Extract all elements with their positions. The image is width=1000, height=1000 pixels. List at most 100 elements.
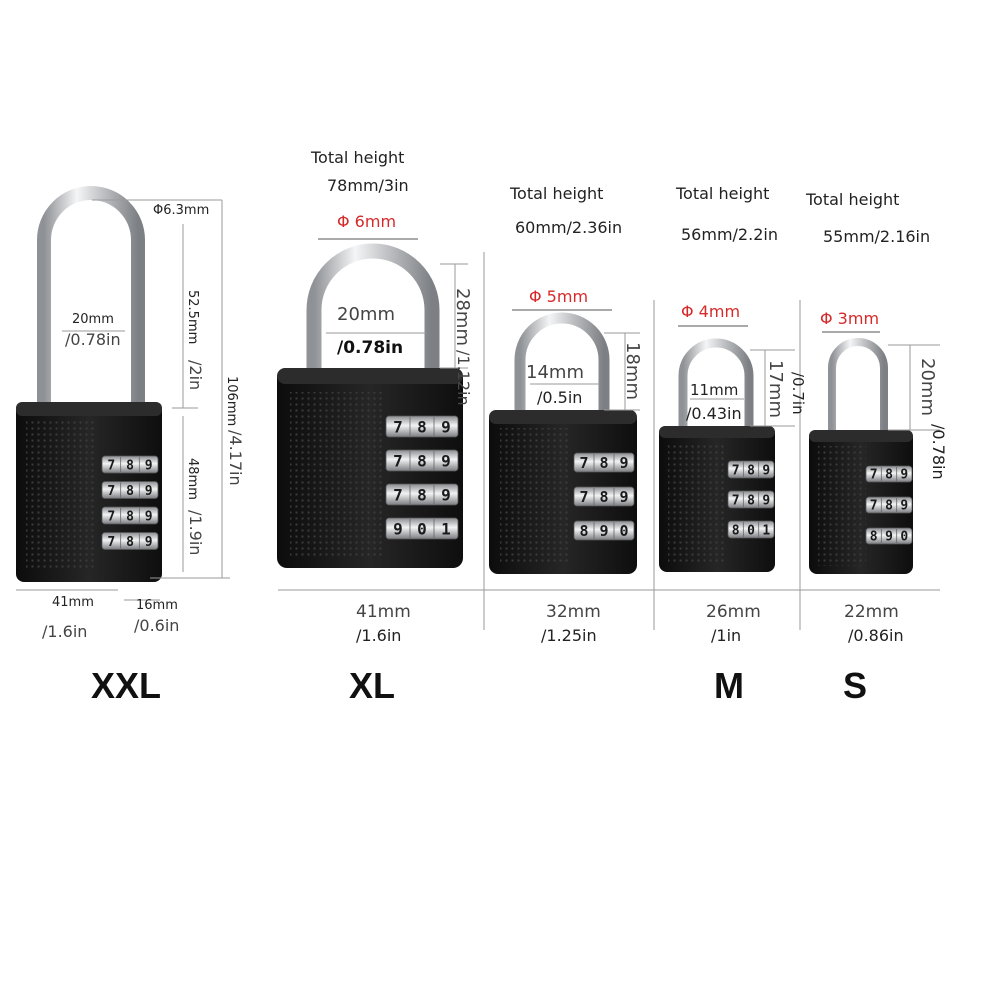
s-shackle-diameter: Φ 3mm bbox=[820, 309, 880, 328]
xl-dial-digit: 8 bbox=[417, 485, 427, 504]
dimension-grid bbox=[278, 238, 940, 630]
m-width-mm: 26mm bbox=[706, 602, 761, 622]
m-width-in: /1in bbox=[711, 626, 742, 645]
xxl-shackle-height-in: /2in bbox=[186, 360, 205, 391]
l-inner-width-mm: 14mm bbox=[526, 362, 584, 383]
xxl-dial-digit: 7 bbox=[107, 458, 115, 473]
m-total-height: 56mm/2.2in bbox=[681, 225, 778, 244]
xxl-dial-wheel bbox=[101, 481, 159, 499]
xl-shackle-height-mm: 28mm bbox=[452, 288, 473, 346]
m-total-height-title: Total height bbox=[676, 184, 770, 203]
m-dial-digit: 9 bbox=[762, 463, 770, 478]
xl-dial-digit: 9 bbox=[441, 485, 451, 504]
size-label-m: M bbox=[714, 665, 744, 706]
m-dial-wheel bbox=[727, 490, 775, 509]
xxl-dial-wheel bbox=[101, 532, 159, 550]
s-dial-digit: 7 bbox=[870, 498, 878, 513]
l-dial-digit: 8 bbox=[599, 454, 608, 472]
l-dial-wheel bbox=[573, 452, 635, 473]
s-texture bbox=[818, 446, 866, 566]
s-width-in: /0.86in bbox=[848, 626, 904, 645]
xl-width-in: /1.6in bbox=[356, 626, 402, 645]
m-dial-digit: 1 bbox=[762, 523, 770, 538]
l-texture bbox=[500, 428, 570, 564]
xxl-dial-digit: 9 bbox=[145, 509, 153, 524]
xl-width-mm: 41mm bbox=[356, 602, 411, 622]
xl-dial-wheel bbox=[385, 449, 459, 472]
xxl-depth-mm: 16mm bbox=[136, 598, 178, 613]
s-width-mm: 22mm bbox=[844, 602, 899, 622]
size-label-s: S bbox=[843, 665, 868, 706]
xxl-dial-digit: 7 bbox=[107, 535, 115, 550]
l-dial-wheel bbox=[573, 520, 635, 541]
xl-dial-digit: 9 bbox=[393, 519, 403, 538]
xl-dial-wheel bbox=[385, 483, 459, 506]
size-label-xl: XL bbox=[349, 665, 396, 706]
l-dial-digit: 7 bbox=[579, 454, 588, 472]
xxl-dial-digit: 8 bbox=[126, 535, 134, 550]
xl-total-height-title: Total height bbox=[311, 148, 405, 167]
xl-dial-digit: 1 bbox=[441, 519, 451, 538]
xxl-shackle-diameter: Φ6.3mm bbox=[153, 203, 210, 218]
m-dial-wheel bbox=[727, 460, 775, 479]
xxl-total-height-in: /4.17in bbox=[226, 430, 245, 486]
m-dial-digit: 8 bbox=[747, 493, 755, 508]
s-dial-wheel bbox=[865, 496, 913, 514]
xxl-total-height-mm: 106mm bbox=[224, 376, 239, 427]
xxl-dial-wheel bbox=[101, 506, 159, 525]
xl-dial-wheel bbox=[385, 415, 459, 438]
xl-shackle-diameter: Φ 6mm bbox=[337, 212, 397, 231]
m-inner-width-mm: 11mm bbox=[690, 381, 739, 399]
xl-dial-digit: 8 bbox=[417, 417, 427, 436]
xxl-dial-digit: 7 bbox=[107, 509, 115, 524]
l-total-height-title: Total height bbox=[510, 184, 604, 203]
m-dial-digit: 0 bbox=[747, 523, 755, 538]
l-total-height: 60mm/2.36in bbox=[515, 218, 623, 237]
xxl-dial-digit: 8 bbox=[126, 509, 134, 524]
xl-inner-width-in: /0.78in bbox=[337, 338, 404, 358]
xl-dial-digit: 7 bbox=[393, 451, 403, 470]
l-shackle bbox=[514, 312, 610, 418]
l-dial-wheel bbox=[573, 486, 635, 507]
l-dial-digit: 8 bbox=[579, 522, 588, 540]
xxl-dial-wheel bbox=[101, 455, 159, 474]
xl-dial-digit: 8 bbox=[417, 451, 427, 470]
xxl-dial-digit: 7 bbox=[107, 484, 115, 499]
xxl-dial-digit: 9 bbox=[145, 535, 153, 550]
l-width-mm: 32mm bbox=[546, 602, 601, 622]
xl-inner-width-mm: 20mm bbox=[337, 304, 395, 325]
s-shackle-height-in: /0.78in bbox=[929, 424, 948, 480]
xl-texture bbox=[290, 392, 382, 558]
s-dial-digit: 0 bbox=[900, 529, 908, 544]
l-width-in: /1.25in bbox=[541, 626, 597, 645]
m-dial-digit: 8 bbox=[747, 463, 755, 478]
s-dial-digit: 8 bbox=[885, 467, 893, 482]
xl-dial-wheel bbox=[385, 517, 459, 540]
xxl-body-height-in: /1.9in bbox=[186, 510, 205, 556]
xl-dial-digit: 0 bbox=[417, 519, 427, 538]
xxl-width-in: /1.6in bbox=[42, 622, 88, 641]
m-shackle-height-in: /0.7in bbox=[789, 372, 807, 415]
xxl-width-mm: 41mm bbox=[52, 595, 94, 610]
l-dial-digit: 9 bbox=[619, 454, 628, 472]
xxl-dial-digit: 9 bbox=[145, 484, 153, 499]
xxl-texture bbox=[26, 420, 96, 570]
xl-shackle bbox=[306, 243, 440, 378]
m-texture bbox=[668, 442, 724, 564]
l-dial-digit: 9 bbox=[619, 488, 628, 506]
xxl-inner-width-in: /0.78in bbox=[65, 330, 121, 349]
xxl-depth-in: /0.6in bbox=[134, 616, 180, 635]
s-dial-digit: 8 bbox=[885, 498, 893, 513]
s-dial-digit: 9 bbox=[885, 529, 893, 544]
size-label-xxl: XXL bbox=[91, 665, 162, 706]
s-dial-wheel bbox=[865, 527, 913, 545]
m-dial-digit: 7 bbox=[732, 463, 740, 478]
l-shackle-diameter: Φ 5mm bbox=[529, 287, 589, 306]
m-dial-wheel bbox=[727, 520, 775, 539]
m-dial-digit: 8 bbox=[732, 523, 740, 538]
xl-shackle-height-in: /1.12in bbox=[454, 350, 473, 406]
s-total-height-title: Total height bbox=[806, 190, 900, 209]
